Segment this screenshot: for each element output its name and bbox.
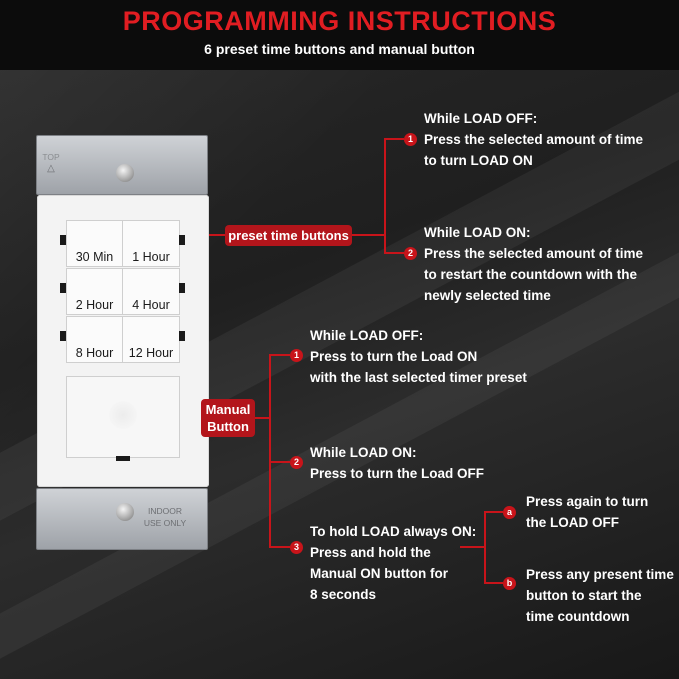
use-only-label: USE ONLY xyxy=(143,518,187,528)
manual-button-dimple xyxy=(109,401,137,429)
preset-button-label: 8 Hour xyxy=(75,346,114,360)
preset-button-label: 12 Hour xyxy=(128,346,174,360)
led-indicator xyxy=(60,331,66,341)
instruction-line: with the last selected timer preset xyxy=(310,370,527,385)
bottom-screw-icon xyxy=(116,503,134,521)
preset-button-8-hour[interactable]: 8 Hour xyxy=(66,316,123,363)
instruction-line: While LOAD OFF: xyxy=(424,111,538,126)
hold-option-a: Press again to turn the LOAD OFF xyxy=(526,491,648,533)
instruction-line: the LOAD OFF xyxy=(526,515,619,530)
manual-instruction-2: While LOAD ON: Press to turn the Load OF… xyxy=(310,442,484,484)
option-badge: a xyxy=(503,506,516,519)
instruction-line: While LOAD OFF: xyxy=(310,328,424,343)
step-badge: 3 xyxy=(290,541,303,554)
instruction-line: to restart the countdown with the xyxy=(424,267,637,282)
top-label: TOP xyxy=(42,152,60,162)
instruction-line: button to start the xyxy=(526,588,642,603)
instruction-line: 8 seconds xyxy=(310,587,377,602)
instruction-line: Press the selected amount of time xyxy=(424,132,644,147)
preset-instruction-1: While LOAD OFF: Press the selected amoun… xyxy=(424,108,643,171)
preset-button-label: 1 Hour xyxy=(132,250,170,264)
page-subtitle: 6 preset time buttons and manual button xyxy=(204,41,475,57)
instruction-line: Press to turn the Load ON xyxy=(310,349,478,364)
instruction-line: time countdown xyxy=(526,609,630,624)
preset-button-2-hour[interactable]: 2 Hour xyxy=(66,268,123,315)
led-indicator xyxy=(60,283,66,293)
step-badge: 1 xyxy=(290,349,303,362)
led-indicator xyxy=(179,331,185,341)
preset-button-label: 4 Hour xyxy=(132,298,170,312)
manual-instruction-3: To hold LOAD always ON: Press and hold t… xyxy=(310,521,476,605)
preset-bracket xyxy=(384,138,404,254)
preset-button-1-hour[interactable]: 1 Hour xyxy=(122,220,180,267)
instruction-line: to turn LOAD ON xyxy=(424,153,533,168)
preset-button-label: 30 Min xyxy=(75,250,114,264)
top-screw-icon xyxy=(116,164,134,182)
up-arrow-icon: △ xyxy=(47,163,55,174)
instruction-line: While LOAD ON: xyxy=(310,445,417,460)
instruction-line: To hold LOAD always ON: xyxy=(310,524,477,539)
indoor-label: INDOOR xyxy=(148,506,182,516)
preset-time-buttons-tag: preset time buttons xyxy=(225,225,352,246)
instruction-line: Manual ON button for xyxy=(310,566,448,581)
option-badge: b xyxy=(503,577,516,590)
manual-led-indicator xyxy=(116,456,130,461)
preset-button-30-min[interactable]: 30 Min xyxy=(66,220,123,267)
instruction-line: Press the selected amount of time xyxy=(424,246,644,261)
step-badge: 2 xyxy=(404,247,417,260)
manual-instruction-1: While LOAD OFF: Press to turn the Load O… xyxy=(310,325,527,388)
instruction-line: Press again to turn xyxy=(526,494,649,509)
step-badge: 1 xyxy=(404,133,417,146)
instruction-line: newly selected time xyxy=(424,288,551,303)
preset-button-12-hour[interactable]: 12 Hour xyxy=(122,316,180,363)
preset-button-label: 2 Hour xyxy=(75,298,114,312)
led-indicator xyxy=(179,235,185,245)
instruction-line: Press and hold the xyxy=(310,545,431,560)
instruction-line: While LOAD ON: xyxy=(424,225,531,240)
hold-option-b: Press any present time button to start t… xyxy=(526,564,674,627)
manual-button[interactable] xyxy=(66,376,180,458)
preset-button-4-hour[interactable]: 4 Hour xyxy=(122,268,180,315)
page-title: PROGRAMMING INSTRUCTIONS xyxy=(122,6,557,36)
manual-tag-line: Manual xyxy=(205,402,251,417)
led-indicator xyxy=(179,283,185,293)
led-indicator xyxy=(60,235,66,245)
hold-bracket xyxy=(484,511,503,584)
manual-button-tag: Manual Button xyxy=(201,399,255,437)
manual-tag-line: Button xyxy=(207,419,249,434)
instruction-line: Press any present time xyxy=(526,567,674,582)
manual-bracket xyxy=(269,354,290,548)
step-badge: 2 xyxy=(290,456,303,469)
preset-instruction-2: While LOAD ON: Press the selected amount… xyxy=(424,222,643,306)
instruction-line: Press to turn the Load OFF xyxy=(310,466,485,481)
header: PROGRAMMING INSTRUCTIONS 6 preset time b… xyxy=(0,0,679,70)
